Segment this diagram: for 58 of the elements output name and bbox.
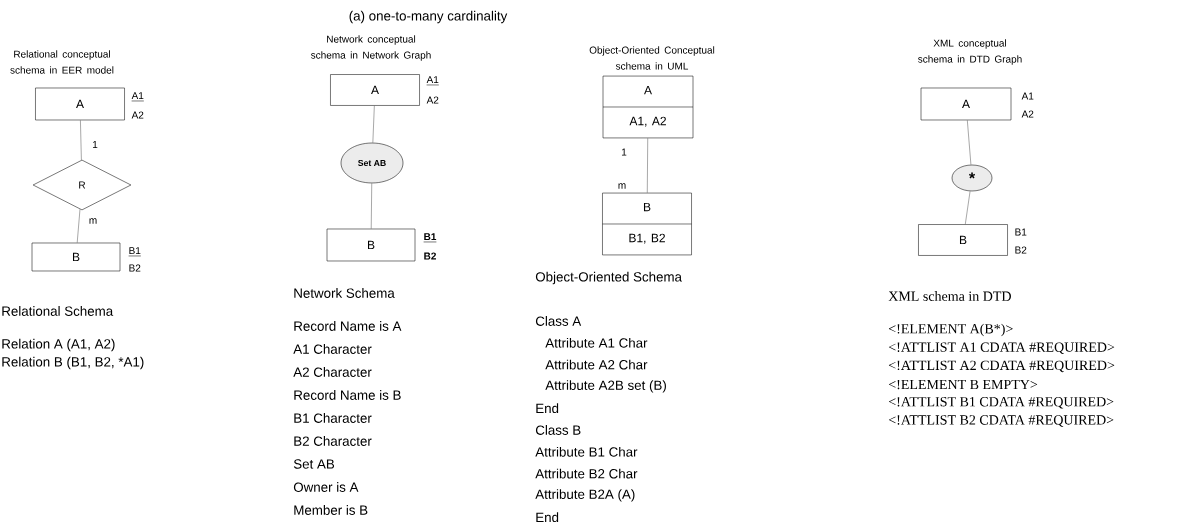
connector-line	[76, 208, 81, 243]
connector-line	[647, 137, 648, 194]
schema-text: B2 Character	[294, 436, 372, 446]
entity-box: B	[918, 224, 1008, 256]
cardinality-label: m	[87, 216, 99, 225]
entity-box: A	[920, 87, 1012, 121]
schema-text: Class A	[535, 316, 582, 326]
schema-text: Attribute A1 Char	[545, 337, 648, 348]
attribute-label: A1	[1021, 92, 1034, 100]
attribute-label: B2	[1015, 246, 1027, 254]
schema-text: Attribute B2A (A)	[535, 489, 635, 502]
entity-box: B	[326, 228, 416, 262]
schema-text: <!ATTLIST A2 CDATA #REQUIRED>	[888, 360, 1115, 373]
schema-text: A1 Character	[293, 344, 372, 354]
connector-line	[370, 183, 373, 229]
attribute-label: B2	[129, 264, 141, 272]
schema-text: Relation A (A1, A2)	[2, 338, 115, 352]
connector-line	[965, 190, 971, 225]
connector-line	[80, 120, 82, 161]
schema-text: End	[536, 403, 559, 414]
schema-text: Object-Oriented Schema	[535, 271, 682, 285]
schema-text: Owner is A	[293, 482, 359, 492]
schema-text: <!ATTLIST A1 CDATA #REQUIRED>	[888, 342, 1115, 354]
attribute-label: A1	[426, 76, 440, 86]
entity-box: A	[35, 87, 125, 121]
attribute-label: A1	[131, 92, 145, 102]
attribute-label: B2	[424, 252, 436, 260]
schema-text: Class B	[535, 425, 581, 435]
schema-text: Attribute B2 Char	[535, 468, 638, 479]
schema-text: Member is B	[294, 505, 368, 515]
schema-text: <!ATTLIST B1 CDATA #REQUIRED>	[888, 397, 1114, 409]
schema-text: Attribute A2 Char	[545, 359, 648, 370]
attribute-label: A2	[426, 96, 439, 104]
attribute-label: B1	[1015, 228, 1027, 236]
figure-title: (a) one-to-many cardinality	[349, 10, 508, 24]
schema-text: B1 Character	[294, 413, 372, 423]
entity-box: A	[330, 74, 420, 106]
attribute-label: A2	[131, 111, 144, 119]
schema-text: Attribute B1 Char	[535, 446, 638, 457]
class-box: A A1, A2	[602, 75, 694, 139]
class-box: B B1, B2	[602, 192, 692, 256]
schema-text: Attribute A2B set (B)	[545, 380, 666, 393]
schema-text: Relation B (B1, B2, *A1)	[2, 356, 144, 370]
connector-line	[372, 105, 375, 143]
schema-text: <!ELEMENT B EMPTY>	[888, 379, 1038, 390]
cardinality-label: 1	[90, 139, 100, 150]
schema-text: <!ELEMENT A(B*)>	[888, 323, 1013, 337]
connector-line	[967, 120, 972, 165]
schema-text: Set AB	[293, 459, 335, 469]
attribute-label: B1	[128, 247, 142, 257]
schema-text: Record Name is A	[294, 321, 402, 331]
schema-text: End	[536, 512, 559, 523]
attribute-label: B1	[423, 233, 437, 243]
attribute-label: A2	[1021, 110, 1034, 118]
schema-text: <!ATTLIST B2 CDATA #REQUIRED>	[888, 415, 1114, 427]
schema-text: Record Name is B	[294, 390, 401, 400]
schema-text: A2 Character	[293, 367, 372, 377]
entity-box: B	[31, 242, 121, 272]
